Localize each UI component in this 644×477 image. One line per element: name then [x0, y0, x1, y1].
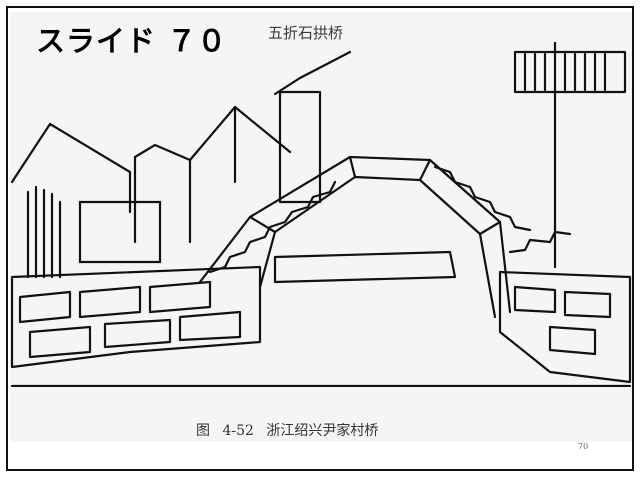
house-mid-roof: [133, 143, 192, 162]
platform: [273, 250, 457, 284]
house-left-roof: [10, 122, 132, 214]
left-embankment: [10, 265, 262, 369]
house-right-roof: [188, 105, 292, 162]
bridge-drawing: [10, 42, 632, 387]
figure-caption: 图 4-52 浙江绍兴尹家村桥: [196, 423, 379, 439]
right-embankment: [498, 270, 632, 384]
bridge-arch-top: [198, 155, 512, 314]
page-number: 70: [578, 442, 589, 451]
chimney-tower: [278, 90, 322, 204]
page-heading: 五折石拱桥: [268, 24, 344, 42]
roof-tiles-right: [513, 50, 627, 94]
slide-title: スライド ７０: [36, 24, 228, 58]
scanned-page: [10, 12, 632, 442]
bridge-arch-inner: [258, 175, 497, 319]
